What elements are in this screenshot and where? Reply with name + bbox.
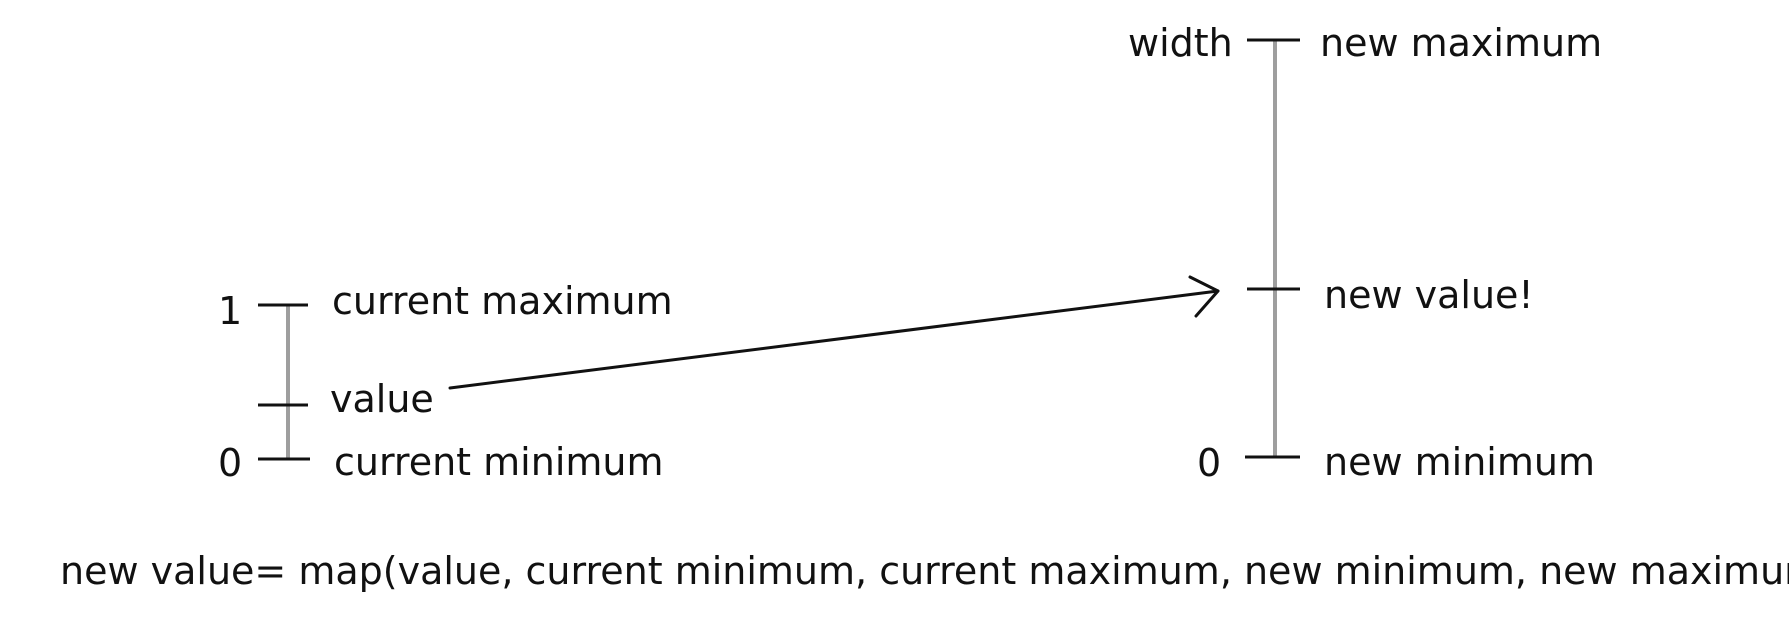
current-value-label: value (330, 377, 434, 421)
arrow-head (1188, 275, 1220, 318)
current-max-number: 1 (218, 289, 243, 333)
new-max-label: new maximum (1320, 21, 1603, 65)
mapping-arrow (448, 289, 1220, 390)
new-min-label: new minimum (1324, 440, 1595, 484)
current-min-number: 0 (218, 441, 243, 485)
new-max-number: width (1128, 21, 1233, 65)
new-value-label: new value! (1324, 273, 1534, 317)
current-max-label: current maximum (332, 279, 673, 323)
map-formula: new value= map(value, current minimum, c… (60, 549, 1789, 593)
current-min-label: current minimum (334, 440, 664, 484)
new-min-number: 0 (1197, 441, 1222, 485)
